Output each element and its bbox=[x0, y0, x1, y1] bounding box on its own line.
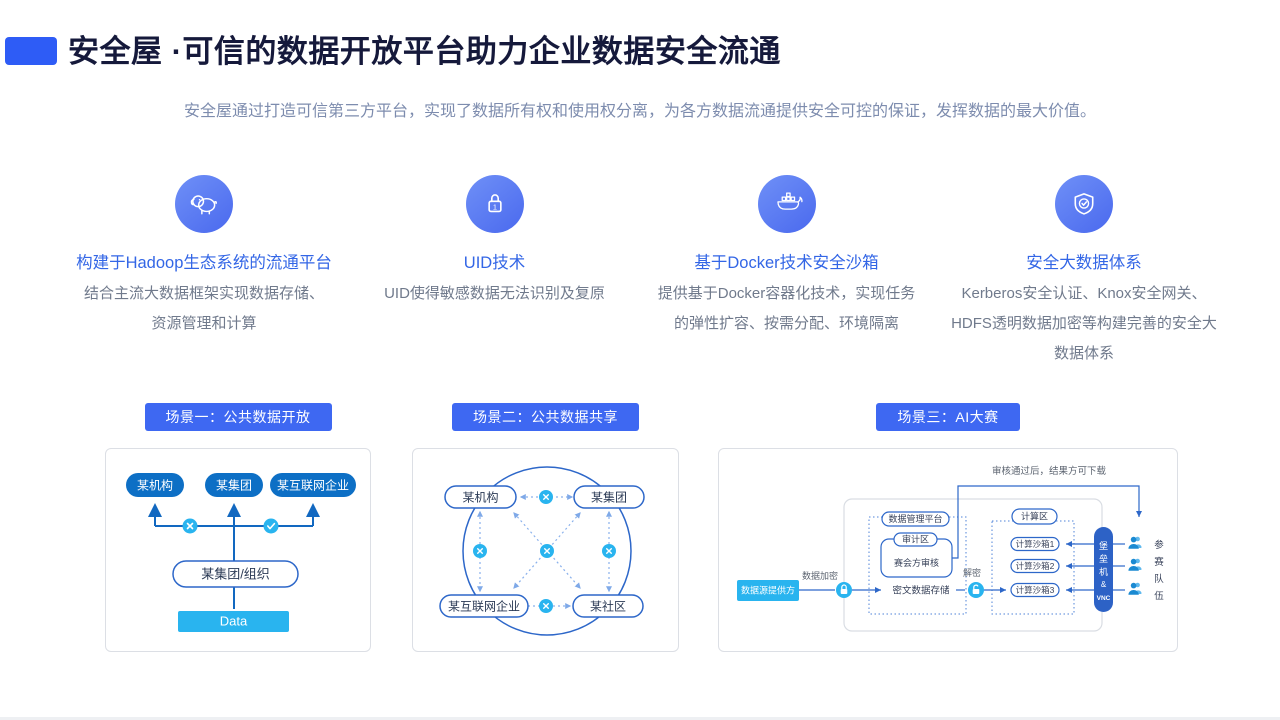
sandbox-2: 计算沙箱2 bbox=[1010, 558, 1060, 574]
svg-text:VNC: VNC bbox=[1097, 595, 1111, 602]
page-title: 安全屋 ·可信的数据开放平台助力企业数据安全流通 bbox=[68, 34, 781, 69]
svg-text:某机构: 某机构 bbox=[462, 490, 498, 505]
svg-text:赛: 赛 bbox=[1154, 556, 1164, 568]
page-subtitle: 安全屋通过打造可信第三方平台，实现了数据所有权和使用权分离，为各方数据流通提供安… bbox=[183, 103, 1096, 120]
feature-title: UID技术 bbox=[463, 254, 526, 272]
team-label: 参 赛 队 伍 bbox=[1154, 539, 1164, 602]
scenario-2: 场景二：公共数据共享 bbox=[412, 403, 679, 652]
scenario1-panel: 某机构 某集团 某互联网企业 bbox=[105, 448, 371, 652]
node-internet: 某互联网企业 bbox=[270, 473, 356, 497]
feature-hadoop: 构建于Hadoop生态系统的流通平台 结合主流大数据框架实现数据存储、资源管理和… bbox=[58, 175, 350, 339]
feature-docker: 基于Docker技术安全沙箱 提供基于Docker容器化技术，实现任务的弹性扩容… bbox=[643, 175, 930, 339]
audit-box: 审计区 赛会方审核 bbox=[880, 532, 953, 578]
feature-desc: 提供基于Docker容器化技术，实现任务的弹性扩容、按需分配、环境隔离 bbox=[657, 285, 916, 332]
docker-whale-icon bbox=[757, 175, 816, 233]
svg-text:数据源提供方: 数据源提供方 bbox=[741, 585, 795, 596]
allow-icon bbox=[263, 518, 279, 534]
node-community: 某社区 bbox=[572, 594, 644, 618]
feature-desc: UID使得敏感数据无法识别及复原 bbox=[384, 285, 605, 302]
scenario-1: 场景一：公共数据开放 某机构 bbox=[105, 403, 371, 652]
shield-check-icon bbox=[1055, 175, 1113, 233]
decrypt-label: 解密 bbox=[963, 567, 981, 578]
svg-text:1: 1 bbox=[492, 202, 496, 211]
compute-zone-pill: 计算区 bbox=[1011, 508, 1058, 525]
decrypt-unlock-icon bbox=[968, 582, 984, 598]
cipher-storage-label: 密文数据存储 bbox=[892, 585, 950, 597]
node-org: 某机构 bbox=[444, 485, 517, 509]
svg-text:机: 机 bbox=[1099, 566, 1108, 577]
svg-text:队: 队 bbox=[1154, 573, 1164, 585]
feature-desc: 结合主流大数据框架实现数据存储、资源管理和计算 bbox=[83, 285, 324, 332]
svg-text:&: & bbox=[1101, 580, 1107, 589]
approval-flow-line bbox=[952, 485, 1142, 559]
svg-text:参: 参 bbox=[1154, 539, 1164, 551]
feature-desc: Kerberos安全认证、Knox安全网关、HDFS透明数据加密等构建完善的安全… bbox=[951, 285, 1217, 362]
svg-text:计算区: 计算区 bbox=[1021, 511, 1048, 522]
hadoop-elephant-icon bbox=[175, 175, 233, 233]
svg-text:Data: Data bbox=[220, 614, 248, 629]
approval-annotation: 审核通过后，结果方可下载 bbox=[992, 465, 1107, 477]
encrypt-label: 数据加密 bbox=[802, 570, 838, 581]
data-provider-node: 数据源提供方 bbox=[737, 580, 799, 601]
feature-bigdata-security: 安全大数据体系 Kerberos安全认证、Knox安全网关、HDFS透明数据加密… bbox=[936, 175, 1232, 369]
svg-text:某社区: 某社区 bbox=[590, 599, 626, 614]
svg-text:计算沙箱3: 计算沙箱3 bbox=[1016, 585, 1055, 595]
svg-text:垒: 垒 bbox=[1099, 553, 1108, 564]
feature-title: 基于Docker技术安全沙箱 bbox=[694, 254, 879, 272]
bastion-sandbox-arrows bbox=[1066, 541, 1125, 593]
scenario1-diagram: 某机构 某集团 某互联网企业 bbox=[126, 473, 356, 632]
svg-text:某机构: 某机构 bbox=[137, 478, 173, 493]
node-org: 某机构 bbox=[126, 473, 184, 497]
node-owner: 某集团/组织 bbox=[172, 560, 299, 588]
svg-text:某集团: 某集团 bbox=[216, 478, 252, 493]
scenario3-badge: 场景三：AI大赛 bbox=[876, 403, 1020, 431]
svg-text:某集团: 某集团 bbox=[591, 490, 627, 505]
deny-icon bbox=[182, 518, 198, 534]
scenario2-panel: 某机构 某集团 某互联网企业 某社区 bbox=[412, 448, 679, 652]
scenario3-diagram: 审核通过后，结果方可下载 数据源提供方 数据加密 密文数据存储 解密 bbox=[737, 465, 1164, 632]
node-internet: 某互联网企业 bbox=[439, 594, 529, 618]
svg-text:数据管理平台: 数据管理平台 bbox=[888, 513, 942, 524]
bastion-bar: 堡 垒 机 & VNC bbox=[1094, 527, 1113, 612]
slide-bottom-edge bbox=[0, 717, 1280, 720]
feature-title: 安全大数据体系 bbox=[1026, 254, 1142, 272]
svg-text:某互联网企业: 某互联网企业 bbox=[277, 478, 349, 493]
svg-text:堡: 堡 bbox=[1099, 540, 1108, 551]
svg-text:某集团/组织: 某集团/组织 bbox=[201, 567, 270, 582]
participant-users-icon bbox=[1128, 536, 1142, 595]
scenario-3: 场景三：AI大赛 审核通过后，结果 bbox=[718, 403, 1178, 652]
svg-text:审计区: 审计区 bbox=[902, 534, 929, 545]
platform-pill: 数据管理平台 bbox=[881, 511, 950, 527]
uid-lock-icon: 1 bbox=[465, 175, 524, 233]
node-data: Data bbox=[178, 611, 289, 632]
svg-text:某互联网企业: 某互联网企业 bbox=[448, 599, 520, 614]
scenario2-badge: 场景二：公共数据共享 bbox=[452, 403, 639, 431]
feature-uid: 1 UID技术 UID使得敏感数据无法识别及复原 bbox=[352, 175, 637, 309]
encrypt-lock-icon bbox=[836, 582, 852, 598]
deny-icons bbox=[473, 490, 616, 613]
sandbox-1: 计算沙箱1 bbox=[1010, 536, 1060, 552]
scenario3-panel: 审核通过后，结果方可下载 数据源提供方 数据加密 密文数据存储 解密 bbox=[718, 448, 1178, 652]
node-group: 某集团 bbox=[205, 473, 263, 497]
svg-text:计算沙箱2: 计算沙箱2 bbox=[1016, 561, 1055, 571]
feature-title: 构建于Hadoop生态系统的流通平台 bbox=[76, 254, 332, 272]
node-group: 某集团 bbox=[573, 485, 645, 509]
svg-text:赛会方审核: 赛会方审核 bbox=[894, 557, 939, 568]
title-accent-bar bbox=[5, 37, 57, 65]
svg-text:伍: 伍 bbox=[1154, 591, 1164, 602]
svg-text:计算沙箱1: 计算沙箱1 bbox=[1016, 539, 1055, 549]
scenario1-badge: 场景一：公共数据开放 bbox=[144, 403, 332, 431]
scenario2-diagram: 某机构 某集团 某互联网企业 某社区 bbox=[439, 466, 645, 636]
sandbox-3: 计算沙箱3 bbox=[1010, 582, 1060, 598]
